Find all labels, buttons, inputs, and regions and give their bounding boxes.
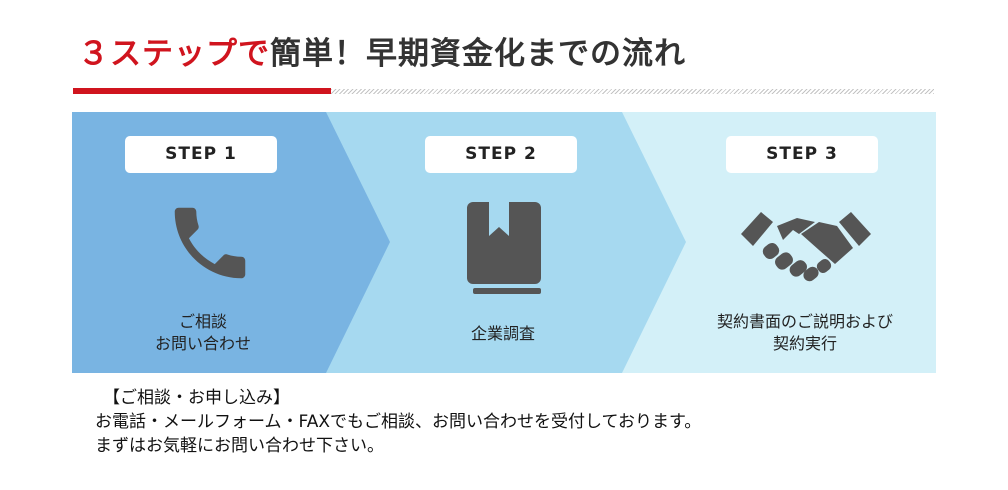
- step-3-label: 契約書面のご説明および 契約実行: [674, 311, 936, 355]
- step-1-label-line: お問い合わせ: [154, 334, 251, 353]
- step-3-label-line: 契約実行: [772, 334, 837, 353]
- phone-icon: [174, 207, 246, 279]
- step-2: STEP 2 企業調査: [372, 112, 634, 373]
- step-2-label: 企業調査: [372, 323, 634, 345]
- step-1-label-line: ご相談: [178, 312, 227, 331]
- handshake-icon: [741, 212, 871, 282]
- step-3-badge: STEP 3: [726, 136, 878, 173]
- note-line-1: お電話・メールフォーム・FAXでもご相談、お問い合わせを受付しております。: [95, 412, 702, 432]
- step-1-label: ご相談 お問い合わせ: [72, 311, 334, 355]
- title-underline-hatched: [331, 89, 934, 94]
- title-underline-red: [73, 88, 331, 94]
- step-3: STEP 3 契約書面のご説明および 契約実行: [674, 112, 936, 373]
- step-1: STEP 1 ご相談 お問い合わせ: [72, 112, 334, 373]
- steps-background: [72, 112, 936, 373]
- contact-note: 【ご相談・お申し込み】 お電話・メールフォーム・FAXでもご相談、お問い合わせを…: [95, 386, 701, 458]
- title-accent: ３ステップで: [78, 36, 270, 72]
- note-line-2: まずはお気軽にお問い合わせ下さい。: [95, 436, 384, 456]
- step-1-badge: STEP 1: [125, 136, 277, 173]
- step-2-label-line: 企業調査: [470, 324, 535, 343]
- note-heading: 【ご相談・お申し込み】: [103, 388, 290, 408]
- step-2-badge: STEP 2: [425, 136, 577, 173]
- steps-flow: STEP 1 ご相談 お問い合わせ STEP 2 企業調査 STEP 3: [72, 112, 936, 373]
- page-title: ３ステップで簡単！早期資金化までの流れ: [78, 28, 686, 73]
- book-icon: [467, 202, 541, 294]
- step-3-label-line: 契約書面のご説明および: [716, 312, 893, 331]
- step1-background: [72, 112, 390, 373]
- title-rest: 簡単！早期資金化までの流れ: [270, 36, 686, 72]
